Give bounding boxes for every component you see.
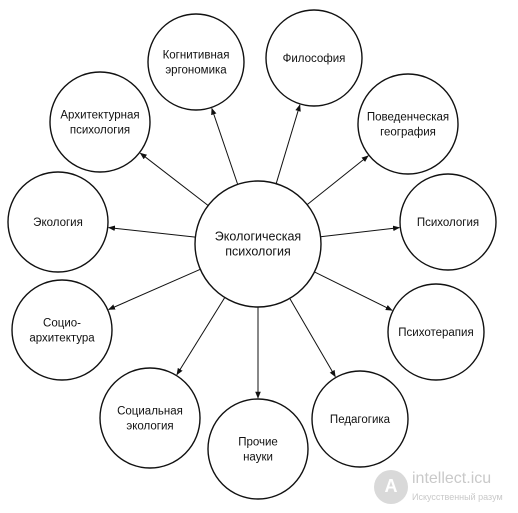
center-node-circle	[194, 180, 322, 308]
node-circle-cognitive-ergonomics	[147, 13, 245, 111]
center-node-label-line-2: психология	[225, 245, 291, 259]
node-circle-ecology	[7, 171, 109, 273]
node-circle-socio-architecture	[11, 279, 113, 381]
node-circle-psychotherapy	[387, 283, 485, 381]
node-socio-architecture-label-line-2: архитектура	[29, 333, 95, 345]
node-social-ecology-label-line-2: экология	[126, 421, 173, 433]
node-socio-architecture: Социо-архитектура	[11, 279, 113, 381]
node-psychotherapy: Психотерапия	[387, 283, 485, 381]
node-behavioral-geography: Поведенческая география	[357, 73, 459, 175]
arrow-to-behavioral-geography	[306, 155, 369, 206]
nodes: Когнитивная эргономика ФилософияПоведенчес…	[7, 9, 497, 500]
watermark: intellect.icu Искусственный разум	[374, 468, 514, 508]
node-circle-philosophy	[265, 9, 363, 107]
arrow-to-ecology	[107, 225, 196, 238]
node-circle-behavioral-geography	[357, 73, 459, 175]
node-cognitive-ergonomics: Когнитивная эргономика	[147, 13, 245, 111]
arrow-to-philosophy	[275, 104, 301, 184]
node-behavioral-geography-label-line-1: Поведенческая	[367, 112, 449, 124]
node-ecology: Экология	[7, 171, 109, 273]
node-architectural-psychology: Архитектурная психология	[49, 71, 151, 173]
watermark-subtitle: Искусственный разум	[412, 492, 503, 502]
node-architectural-psychology-label-line-2: психология	[70, 125, 130, 137]
node-pedagogy: Педагогика	[311, 370, 409, 468]
arrow-to-socio-architecture	[108, 268, 201, 310]
watermark-title: intellect.icu	[412, 470, 492, 487]
arrow-to-social-ecology	[176, 297, 226, 376]
node-circle-other-sciences	[207, 398, 309, 500]
node-circle-social-ecology	[99, 367, 201, 469]
arrow-to-cognitive-ergonomics	[211, 107, 239, 185]
intellect-logo-icon	[374, 470, 408, 504]
node-behavioral-geography-label-line-2: география	[380, 127, 436, 139]
arrow-to-architectural-psychology	[139, 152, 209, 206]
node-social-ecology-label-line-1: Социальная	[117, 406, 183, 418]
edges	[107, 104, 401, 399]
node-architectural-psychology-label-line-1: Архитектурная	[60, 110, 139, 122]
arrow-to-psychotherapy	[314, 271, 393, 311]
node-circle-pedagogy	[311, 370, 409, 468]
node-other-sciences: Прочие науки	[207, 398, 309, 500]
node-psychology: Психология	[399, 173, 497, 271]
arrow-to-psychology	[320, 225, 401, 238]
node-socio-architecture-label-line-1: Социо-	[43, 318, 81, 330]
node-social-ecology: Социальная экология	[99, 367, 201, 469]
node-philosophy-label-line-1: Философия	[283, 53, 346, 65]
arrow-to-pedagogy	[289, 298, 336, 378]
node-psychotherapy-label-line-1: Психотерапия	[398, 327, 473, 339]
node-philosophy: Философия	[265, 9, 363, 107]
center-node-label-line-1: Экологическая	[215, 230, 301, 244]
node-cognitive-ergonomics-label-line-2: эргономика	[165, 65, 227, 77]
node-circle-psychology	[399, 173, 497, 271]
node-cognitive-ergonomics-label-line-1: Когнитивная	[163, 50, 230, 62]
node-other-sciences-label-line-2: науки	[243, 452, 273, 464]
node-psychology-label-line-1: Психология	[417, 217, 479, 229]
node-ecology-label-line-1: Экология	[33, 217, 83, 229]
node-circle-architectural-psychology	[49, 71, 151, 173]
node-other-sciences-label-line-1: Прочие	[238, 437, 278, 449]
node-pedagogy-label-line-1: Педагогика	[330, 414, 391, 426]
